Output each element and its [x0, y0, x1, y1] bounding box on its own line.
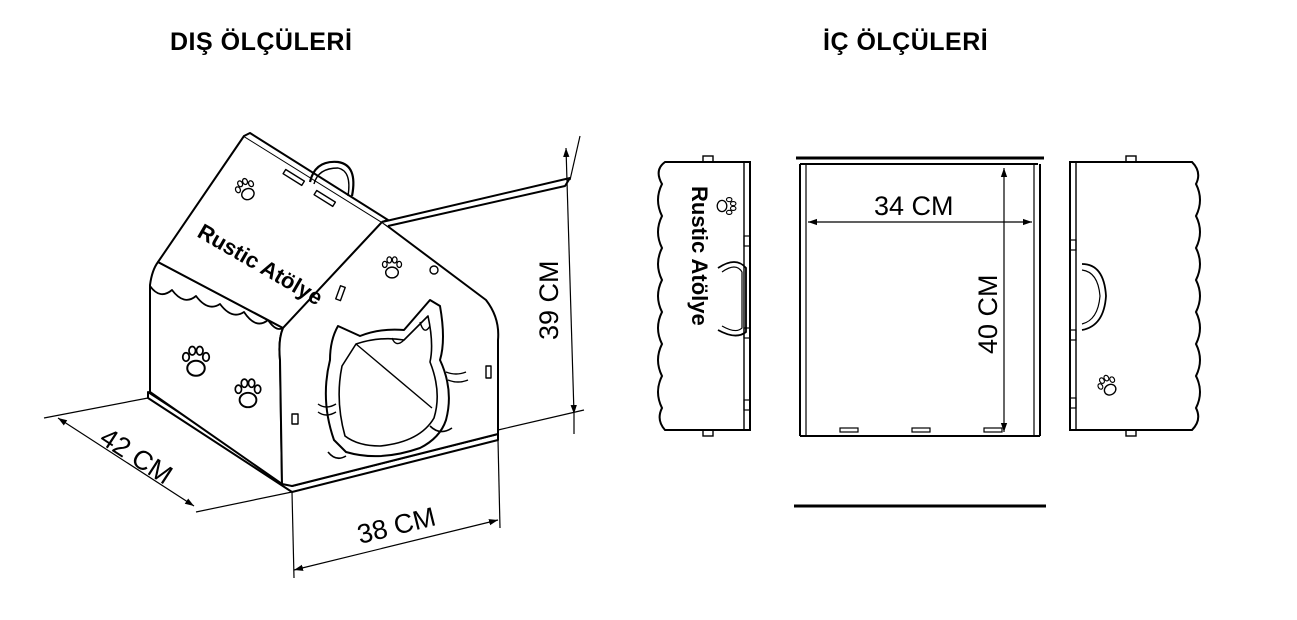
cat-head-opening — [324, 299, 450, 458]
label-inner-height: 40 CM — [973, 274, 1003, 354]
front-gable — [278, 221, 500, 487]
dim-outer-depth — [43, 397, 293, 513]
inner-dimensions-heading: İÇ ÖLÇÜLERİ — [823, 28, 989, 56]
label-inner-width: 34 CM — [874, 191, 954, 221]
inner-right-panel — [1069, 155, 1201, 437]
handle — [308, 160, 355, 197]
label-outer-depth: 42 CM — [95, 422, 178, 490]
inner-left-panel — [657, 155, 751, 437]
inner-brand-text: Rustic Atölye — [687, 186, 712, 326]
outer-house-view — [147, 132, 571, 493]
outer-dimensions-heading: DIŞ ÖLÇÜLERİ — [170, 28, 353, 56]
label-outer-width: 38 CM — [354, 501, 438, 549]
dim-outer-height — [497, 135, 585, 434]
inner-front-panel — [794, 156, 1046, 508]
dim-outer-width — [291, 439, 501, 579]
label-outer-height: 39 CM — [534, 260, 564, 340]
right-roof — [381, 177, 571, 227]
